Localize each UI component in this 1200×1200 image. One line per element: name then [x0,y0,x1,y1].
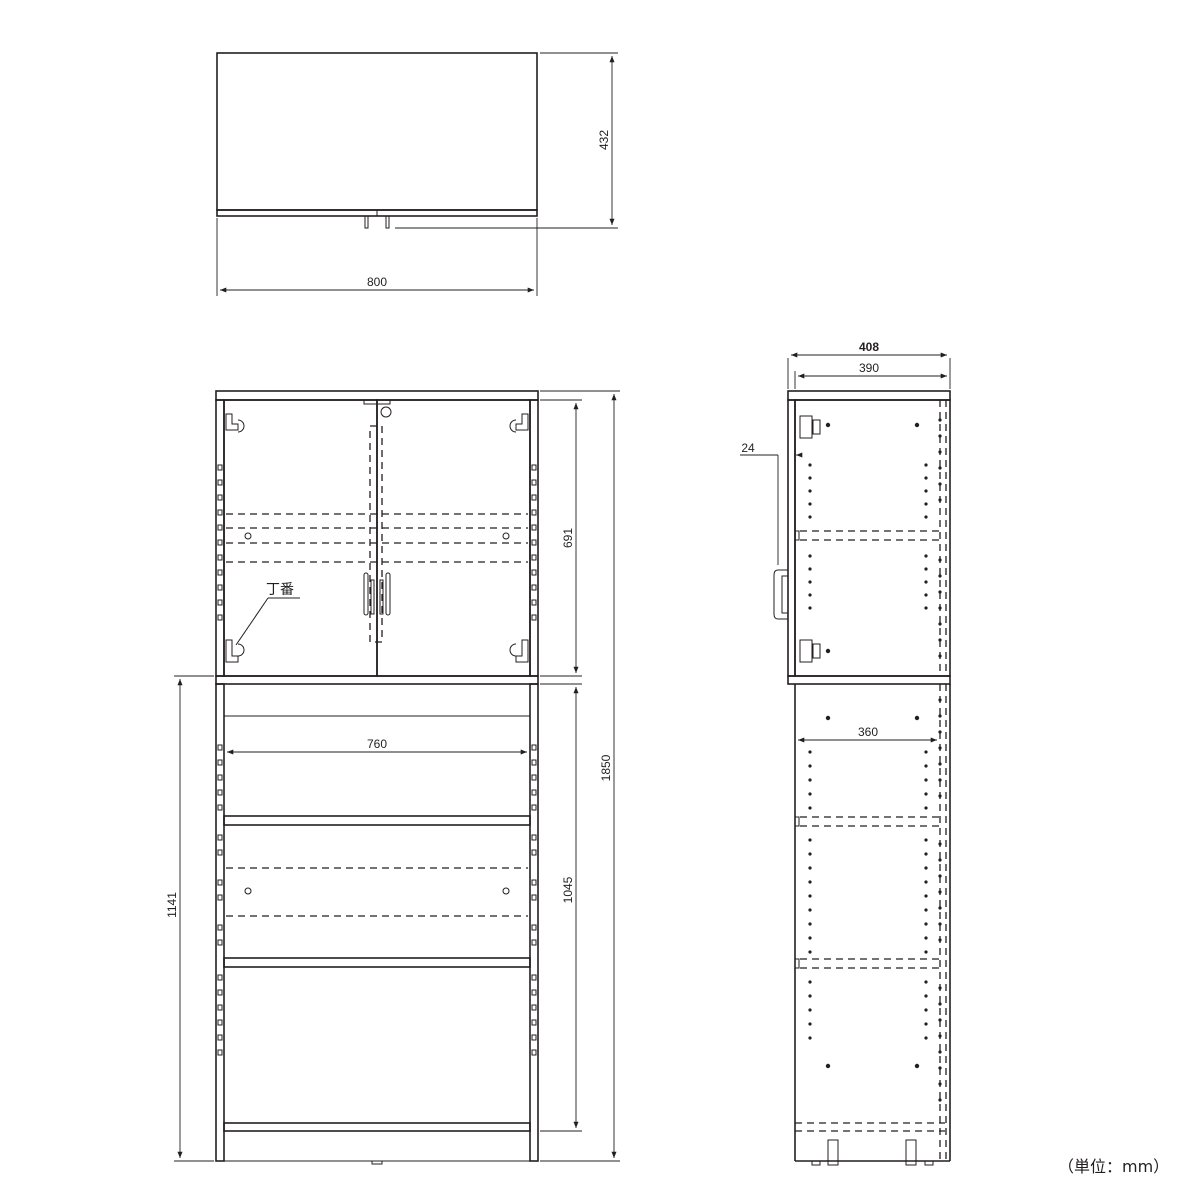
lower-left-height-dim: 1141 [165,892,179,918]
door-offset-dim: 24 [741,441,755,455]
total-height-dim: 1850 [599,754,613,781]
top-width-dim: 800 [367,275,387,289]
unit-label: （単位：mm） [1058,1157,1170,1176]
lower-left-slots [217,744,223,1056]
side-upper-holes [808,418,942,658]
lower-right-slots [531,744,537,1056]
top-view: 432 800 [216,52,618,296]
inner-width-dim: 760 [367,737,387,751]
side-inner-depth-dim: 390 [859,361,879,375]
upper-left-slots [217,464,223,621]
upper-right-slots [531,464,537,621]
side-view: 408 390 24 [740,340,951,1166]
side-outer-depth-dim: 408 [859,340,879,354]
hinge-bottom-left [225,639,245,663]
upper-height-dim: 691 [561,528,575,548]
front-view: 丁番 760 [165,390,620,1165]
side-lower-holes [808,698,942,1102]
top-depth-dim: 432 [597,130,611,150]
lower-height-dim: 1045 [561,876,575,903]
hinge-label: 丁番 [266,582,294,598]
side-shelf-depth-dim: 360 [858,725,878,739]
hinge-bottom-right [509,639,529,663]
hinge-top-right [509,413,529,433]
hinge-top-left [225,413,245,433]
